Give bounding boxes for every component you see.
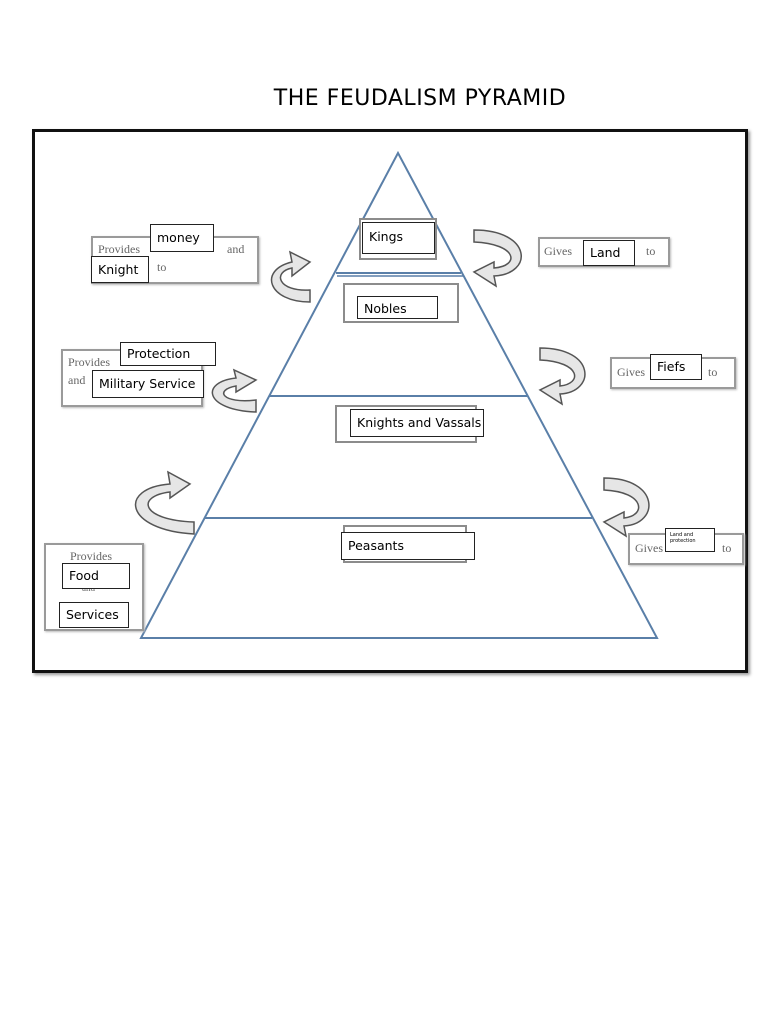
and-text: and: [68, 373, 86, 387]
to-text: to: [157, 260, 167, 274]
gives-text: Gives: [544, 244, 572, 258]
answer-nobles-give[interactable]: Fiefs: [650, 354, 702, 380]
arrow-nobles-to-kings-icon: [271, 250, 312, 303]
answer-knights-give[interactable]: Land and protection: [665, 528, 715, 552]
answer-knights-provide-2[interactable]: Military Service: [92, 370, 204, 398]
gives-text: Gives: [617, 365, 645, 379]
to-text: to: [722, 541, 732, 555]
answer-nobles-provide-1[interactable]: money: [150, 224, 214, 252]
level-peasants-label: Peasants: [341, 532, 475, 560]
arrow-nobles-to-knights-icon: [538, 347, 586, 406]
arrow-knights-to-peasants-icon: [602, 477, 650, 538]
to-text: to: [708, 365, 718, 379]
answer-knights-provide-1[interactable]: Protection: [120, 342, 216, 366]
provides-text: Provides: [70, 549, 112, 563]
diagram-frame: [32, 129, 748, 673]
answer-nobles-provide-2[interactable]: Knight: [91, 256, 149, 283]
arrow-knights-to-nobles-icon: [211, 368, 258, 413]
level-knights-label: Knights and Vassals: [350, 409, 484, 437]
provides-text: Provides: [68, 355, 110, 369]
provides-text: Provides: [98, 242, 140, 256]
page-title: THE FEUDALISM PYRAMID: [273, 86, 567, 111]
arrow-kings-to-nobles-icon: [472, 229, 522, 288]
answer-peasants-provide-1[interactable]: Food: [62, 563, 130, 589]
answer-peasants-provide-2[interactable]: Services: [59, 602, 129, 628]
level-nobles-label: Nobles: [357, 296, 438, 319]
arrow-peasants-to-knights-icon: [134, 470, 195, 535]
level-kings-label: Kings: [362, 222, 435, 254]
gives-text: Gives: [635, 541, 663, 555]
answer-kings-give[interactable]: Land: [583, 240, 635, 266]
and-text: and: [227, 242, 245, 256]
to-text: to: [646, 244, 656, 258]
